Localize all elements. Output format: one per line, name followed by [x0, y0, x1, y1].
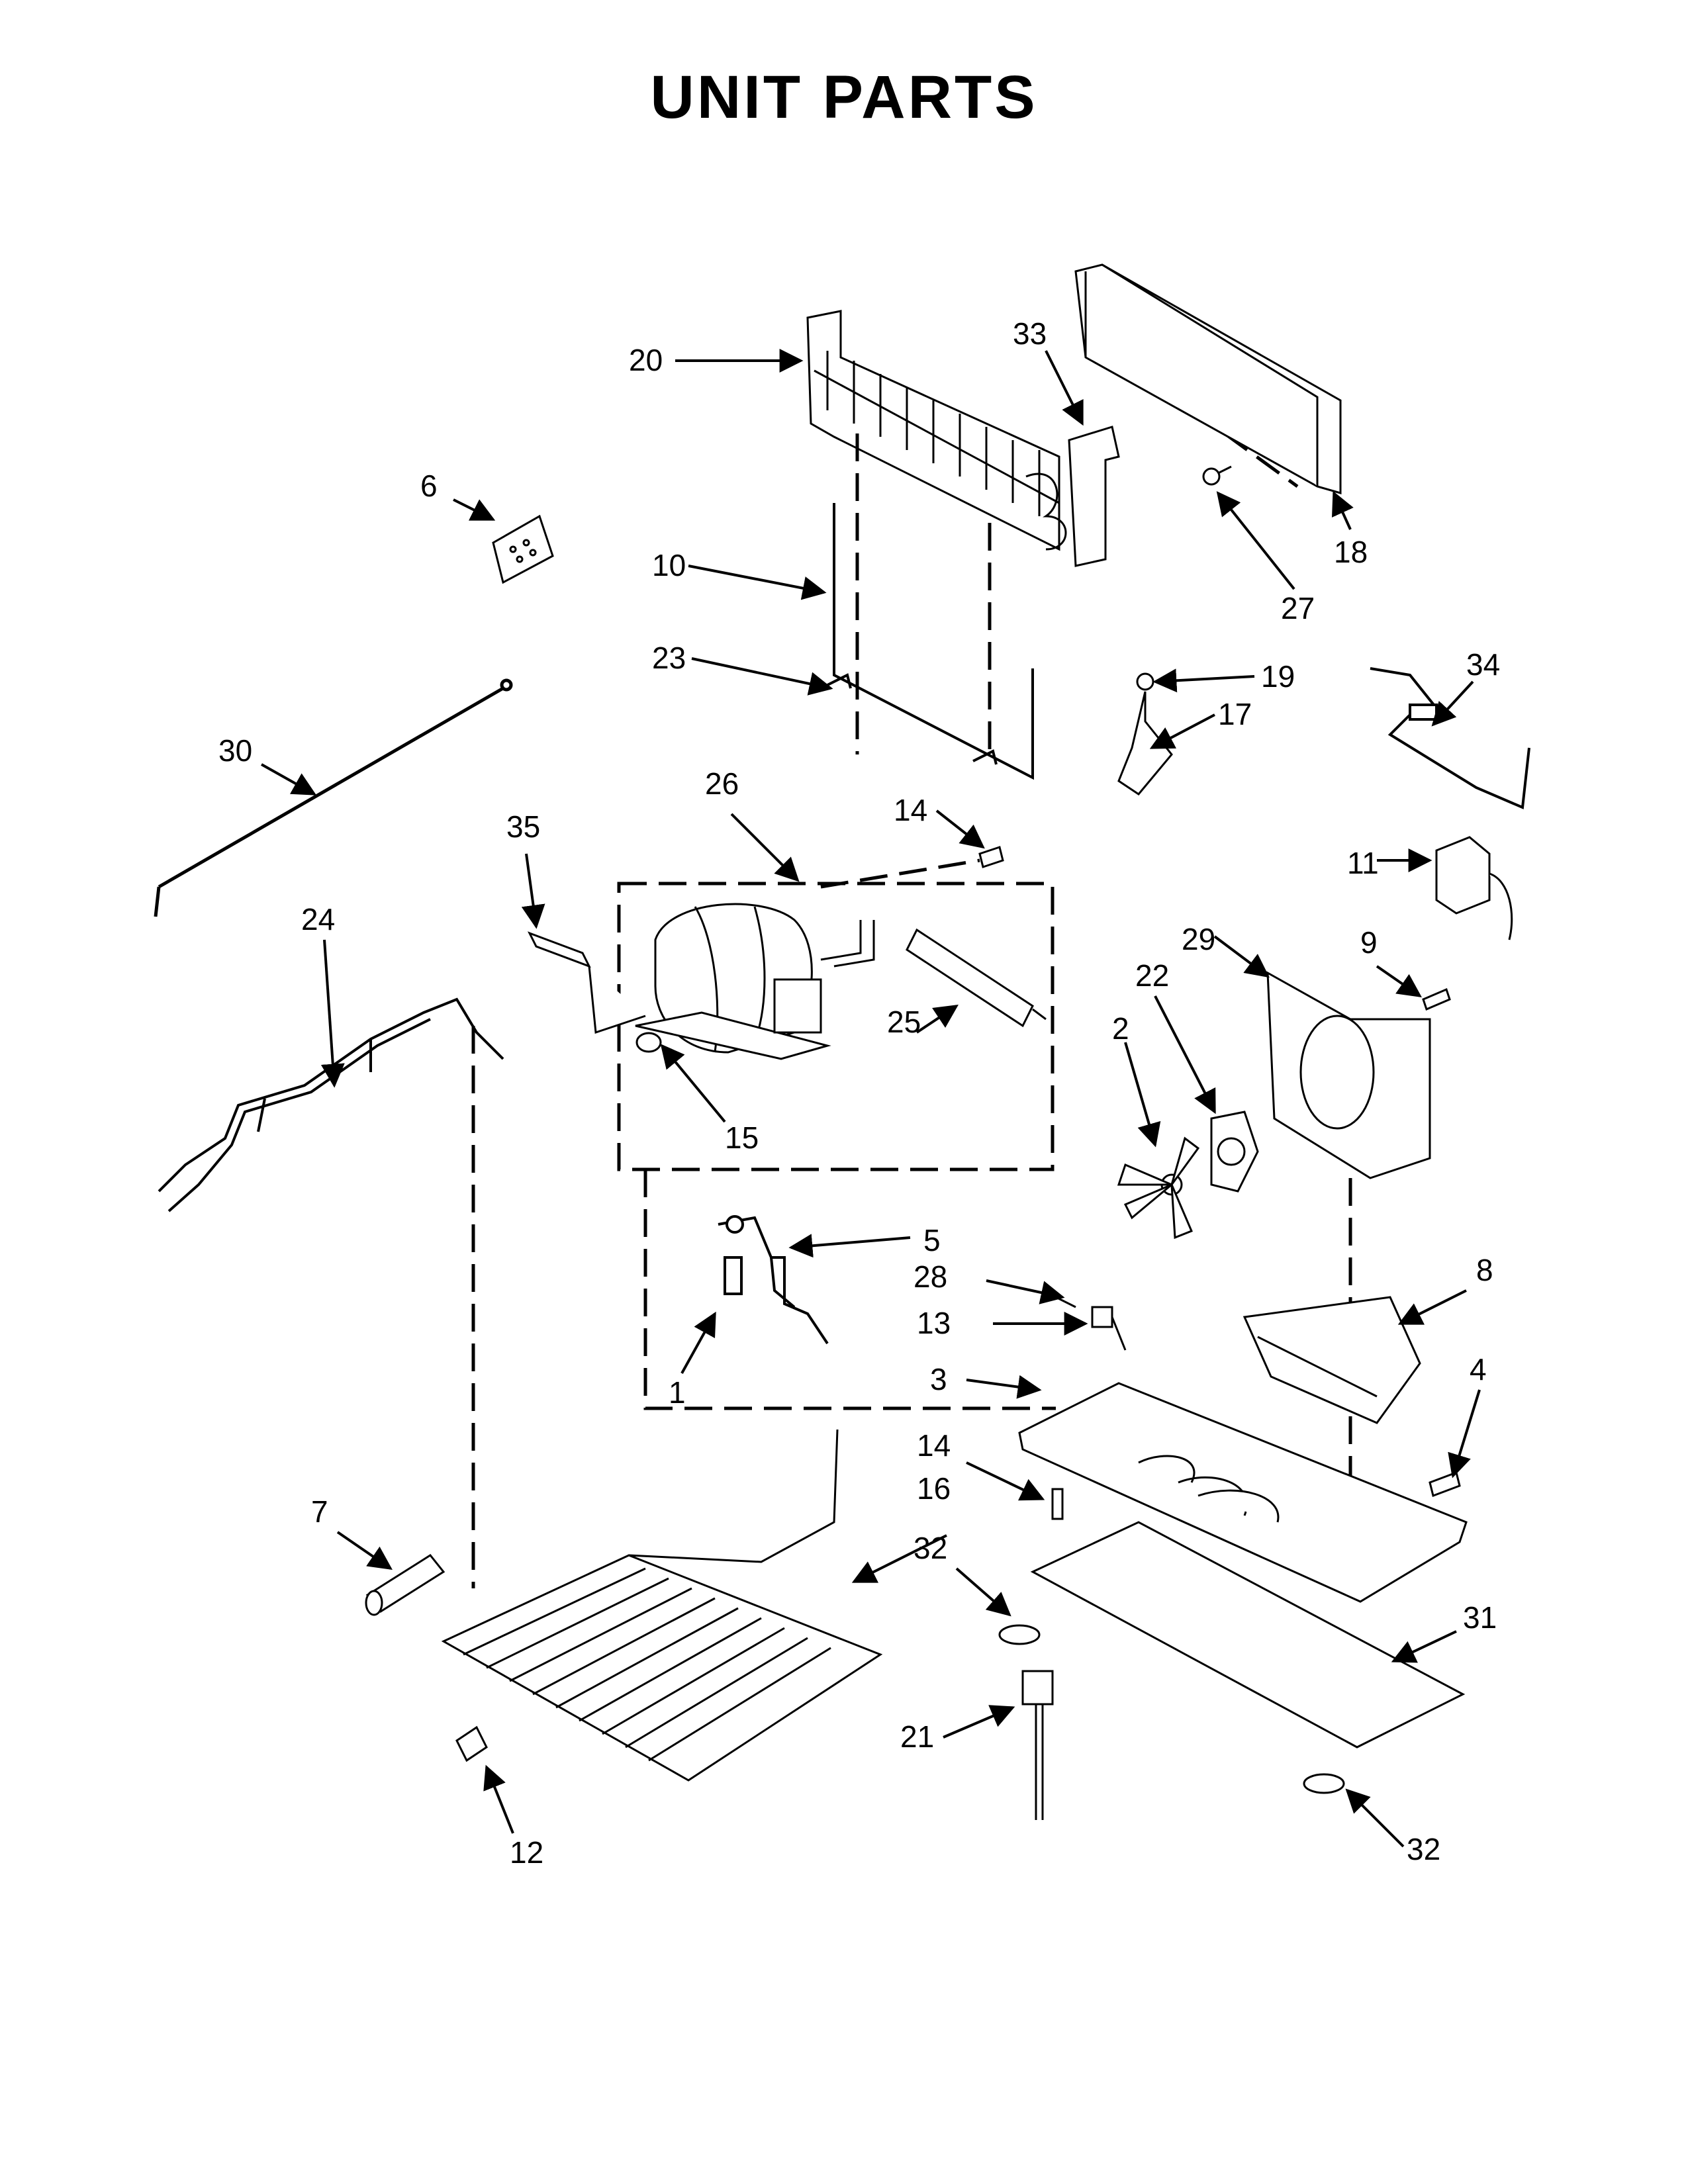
callout-label: 2	[1112, 1011, 1129, 1046]
callout-label: 32	[914, 1531, 947, 1565]
evaporator-coil-part	[806, 310, 1067, 551]
callout-label: 7	[311, 1494, 328, 1529]
callout-label: 23	[652, 641, 686, 675]
part-11-relay	[1435, 836, 1513, 940]
callout-label: 10	[652, 548, 686, 582]
callout-label: 27	[1281, 591, 1315, 625]
part-33-bracket	[1068, 426, 1120, 567]
callout-label: 34	[1466, 647, 1500, 682]
callout-label: 28	[914, 1259, 947, 1294]
part-22-fan-motor	[1210, 1111, 1259, 1193]
part-4-screw	[1429, 1471, 1461, 1497]
part-25-drier	[906, 928, 1047, 1028]
callout-label: 14	[917, 1428, 951, 1463]
callout-label: 26	[705, 766, 739, 801]
callout-label: 3	[930, 1362, 947, 1396]
callout-label: 35	[506, 809, 540, 844]
part-26-compressor	[635, 903, 875, 1060]
assembly-guide-lines	[471, 432, 1352, 1588]
callout-label: 11	[1347, 846, 1379, 880]
callout-label: 18	[1334, 535, 1368, 569]
part-29-fan-shroud	[1266, 971, 1431, 1179]
callout-label: 17	[1218, 697, 1252, 731]
part-14-screws	[978, 846, 1064, 1520]
part-31-insulation-sheet	[1030, 1521, 1466, 1749]
callout-labels: 20 33 6 10 18 27 23 19 17 34 30 26 14 35…	[218, 316, 1500, 1870]
part-12-clip	[455, 1725, 488, 1762]
part-7-tube	[365, 1554, 445, 1616]
callout-leader-lines	[261, 349, 1481, 1848]
callout-label: 15	[725, 1120, 759, 1155]
part-8-tray	[1243, 1296, 1421, 1424]
callout-label: 13	[917, 1306, 951, 1340]
callout-label: 25	[887, 1005, 921, 1039]
callout-label: 33	[1013, 316, 1047, 351]
diagram-title: UNIT PARTS	[650, 64, 1038, 131]
callout-label: 19	[1261, 659, 1295, 694]
callout-label: 16	[917, 1471, 951, 1506]
part-5-drain-assembly	[718, 1215, 829, 1345]
callout-label: 12	[510, 1835, 543, 1870]
part-18-cover	[1074, 263, 1342, 494]
part-32-feet	[998, 1624, 1345, 1794]
callout-label: 22	[1135, 958, 1169, 993]
callout-label: 9	[1360, 925, 1378, 960]
part-34-tubing	[1370, 667, 1530, 809]
part-6-board	[492, 514, 554, 584]
callout-label: 20	[629, 343, 663, 377]
callout-label: 24	[301, 902, 335, 936]
part-19-17-sensor	[1117, 672, 1173, 796]
part-27-screw	[1202, 465, 1232, 486]
part-35-bracket	[527, 931, 646, 1034]
part-10-23-tubing	[820, 503, 1034, 780]
callout-label: 1	[669, 1375, 686, 1410]
callout-label: 6	[420, 469, 438, 503]
callout-label: 29	[1182, 922, 1215, 956]
part-28-13-fitting	[1055, 1296, 1127, 1351]
part-30-cable	[154, 678, 513, 917]
part-3-base-pan	[1018, 1382, 1468, 1603]
part-21-sensor	[1021, 1670, 1054, 1820]
callout-label: 14	[894, 793, 927, 827]
part-15-grommet	[635, 1032, 662, 1053]
callout-label: 31	[1463, 1600, 1497, 1635]
callout-label: 5	[923, 1223, 941, 1257]
callout-label: 30	[218, 733, 252, 768]
callout-label: 4	[1470, 1352, 1487, 1387]
callout-label: 8	[1476, 1253, 1493, 1287]
part-24-wire-harness	[158, 997, 504, 1212]
part-2-fan-blade	[1117, 1136, 1200, 1240]
part-9-screw	[1422, 987, 1451, 1011]
callout-label: 32	[1407, 1832, 1440, 1866]
part-16-condenser-coil	[441, 1429, 883, 1782]
callout-label: 21	[900, 1719, 934, 1754]
